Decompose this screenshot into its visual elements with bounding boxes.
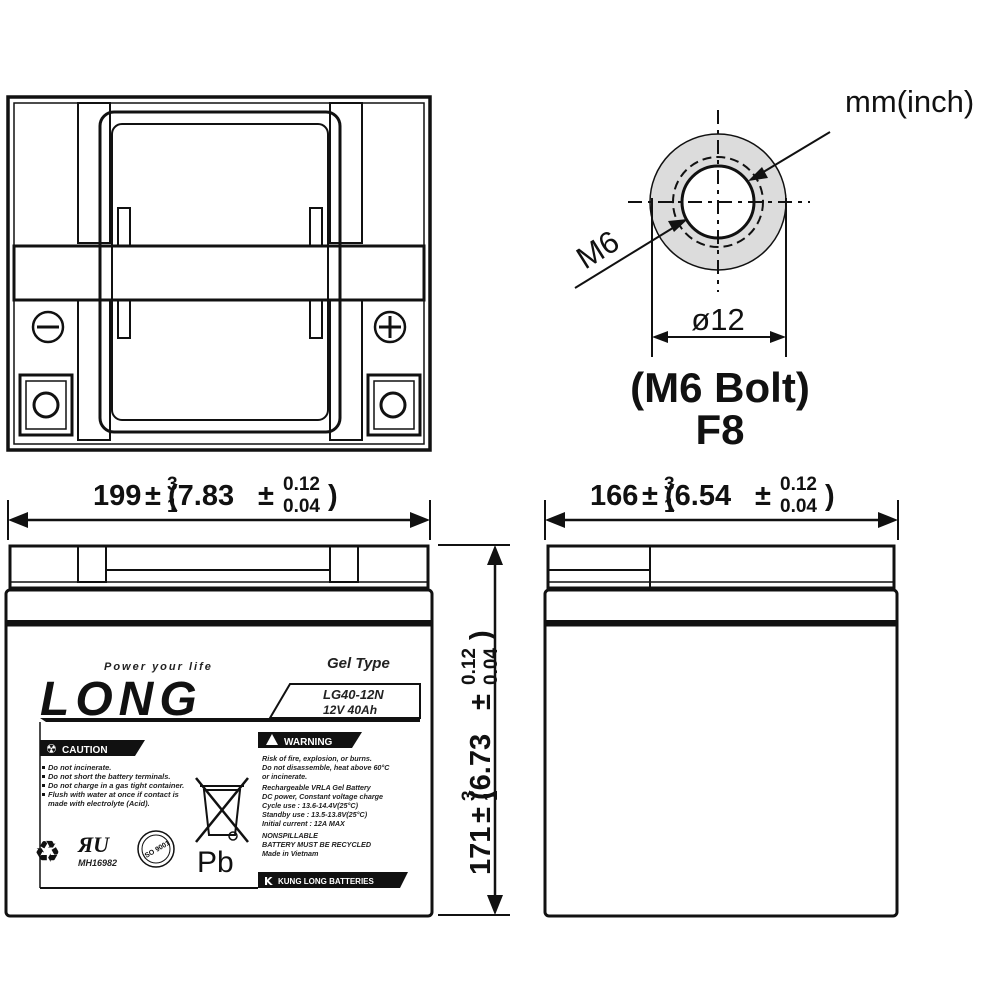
warning-line: Initial current : 12A MAX <box>262 819 346 828</box>
height-inch: (6.73 <box>465 734 497 800</box>
brand-logo: LONG <box>40 673 203 726</box>
height-inch-up: 0.12 <box>459 648 480 685</box>
height-tol-up: 3 <box>459 790 480 801</box>
negative-terminal-icon <box>31 310 65 344</box>
height-inch-pm: ± <box>465 694 497 710</box>
height-pm: ± <box>465 807 497 823</box>
battery-label: Power your life LONG Gel Type LG40-12N 1… <box>34 655 421 889</box>
side-view <box>543 544 899 918</box>
svg-text:171 ± (6.73: 171 ± (6.73 ± ) <box>465 630 497 875</box>
width-inch: (6.54 <box>665 480 731 512</box>
length-pm: ± <box>145 480 161 512</box>
terminal-code: F8 <box>695 406 744 453</box>
maker-name: KUNG LONG BATTERIES <box>278 877 375 886</box>
length-dimension: 199 ± (7.83 ± ) 3 1 0.12 0.04 <box>7 474 431 540</box>
terminal-detail: mm(inch) M6 ø12 (M6 Bolt) F8 <box>570 84 974 453</box>
width-pm: ± <box>642 480 658 512</box>
height-close: ) <box>465 630 497 640</box>
length-tol-down: 1 <box>167 496 178 517</box>
ul-code: MH16982 <box>78 858 117 868</box>
svg-text:166 ± (6.54: 166 ± (6.54 ± ) <box>590 480 835 512</box>
ul-mark-icon: ЯU <box>77 832 110 857</box>
length-close: ) <box>328 480 338 512</box>
warning-line: DC power, Constant voltage charge <box>262 792 383 801</box>
caution-line: Do not incinerate. <box>48 763 111 772</box>
warning-line: NONSPILLABLE <box>262 831 318 840</box>
pb-mark: Pb <box>197 846 234 879</box>
svg-text:ЯU: ЯU <box>77 832 110 857</box>
terminal-left <box>18 373 74 437</box>
width-inch-up: 0.12 <box>780 474 817 495</box>
warning-line: Rechargeable VRLA Gel Battery <box>262 783 372 792</box>
warning-title: WARNING <box>284 737 333 748</box>
recycle-icon: ♻ <box>34 835 61 870</box>
length-tol-up: 3 <box>167 474 178 495</box>
crossed-bin-icon <box>195 777 249 843</box>
caution-title: CAUTION <box>62 745 108 756</box>
warning-icon <box>266 734 278 745</box>
width-close: ) <box>825 480 835 512</box>
svg-text:199 ± (7.83: 199 ± (7.83 ± ) <box>93 480 338 512</box>
width-tol-down: 1 <box>664 496 675 517</box>
width-inch-down: 0.04 <box>780 496 817 517</box>
terminal-right <box>366 373 422 437</box>
caution-line: Do not short the battery terminals. <box>48 772 171 781</box>
front-view: Power your life LONG Gel Type LG40-12N 1… <box>4 544 434 918</box>
brand-tagline: Power your life <box>104 661 213 673</box>
warning-line: BATTERY MUST BE RECYCLED <box>262 840 371 849</box>
warning-line: Do not disassemble, heat above 60°C <box>262 763 390 772</box>
width-tol-up: 3 <box>664 474 675 495</box>
caution-icon: ☢ <box>46 742 57 756</box>
width-base: 166 <box>590 480 638 512</box>
width-inch-pm: ± <box>755 480 771 512</box>
top-view <box>6 95 432 452</box>
unit-note: mm(inch) <box>845 84 974 119</box>
height-inch-down: 0.04 <box>481 648 502 685</box>
warning-line: Risk of fire, explosion, or burns. <box>262 754 372 763</box>
rating: 12V 40Ah <box>323 703 377 717</box>
length-inch: (7.83 <box>168 480 234 512</box>
bolt-label: (M6 Bolt) <box>630 364 810 411</box>
thread-label: M6 <box>570 223 625 276</box>
height-base: 171 <box>465 827 497 875</box>
warning-line: Standby use : 13.5-13.8V(25°C) <box>262 810 368 819</box>
model-number: LG40-12N <box>323 687 384 702</box>
caution-line: Flush with water at once if contact is <box>48 790 179 799</box>
warning-line: Made in Vietnam <box>262 849 319 858</box>
gel-type: Gel Type <box>327 655 390 672</box>
warning-line: Cycle use : 13.6-14.4V(25°C) <box>262 801 359 810</box>
width-dimension: 166 ± (6.54 ± ) 3 1 0.12 0.04 <box>544 474 899 540</box>
height-dimension: 171 ± (6.73 ± ) 3 1 0.12 0.04 <box>438 544 510 916</box>
length-inch-pm: ± <box>258 480 274 512</box>
maker-icon: K <box>264 875 273 888</box>
warning-line: or incinerate. <box>262 772 307 781</box>
length-inch-down: 0.04 <box>283 496 320 517</box>
length-base: 199 <box>93 480 141 512</box>
length-inch-up: 0.12 <box>283 474 320 495</box>
caution-line: Do not charge in a gas tight container. <box>48 781 184 790</box>
positive-terminal-icon <box>373 310 407 344</box>
height-tol-down: 1 <box>481 790 502 801</box>
iso-badge: ISO 9001 <box>137 830 175 868</box>
caution-line: made with electrolyte (Acid). <box>48 799 150 808</box>
diameter-label: ø12 <box>691 302 744 337</box>
